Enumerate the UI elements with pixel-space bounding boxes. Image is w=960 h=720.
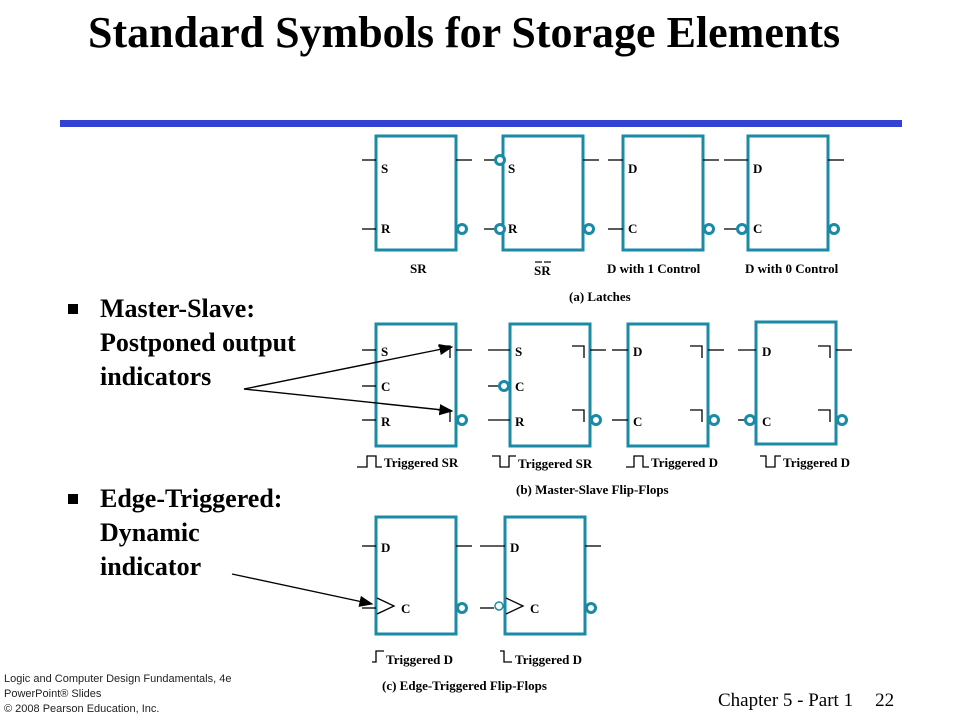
pin-label: R bbox=[381, 221, 391, 236]
inversion-bubble-icon bbox=[828, 223, 840, 235]
inversion-bubble-icon bbox=[590, 414, 602, 426]
bullet-line: indicator bbox=[100, 552, 202, 581]
flipflop-box bbox=[626, 322, 710, 448]
pin-label: D bbox=[762, 344, 771, 359]
inversion-bubble-icon bbox=[708, 414, 720, 426]
pin-label: C bbox=[628, 221, 637, 236]
symbol-label: Triggered D bbox=[783, 455, 850, 470]
negative-pulse-icon bbox=[760, 455, 781, 468]
pin-label: S bbox=[515, 344, 522, 359]
bullet-master-slave: Master-Slave: Postponed output indicator… bbox=[68, 292, 296, 394]
symbol-label: D with 1 Control bbox=[607, 261, 701, 276]
flipflop-box bbox=[374, 515, 458, 636]
arrow-to-postponed-indicator bbox=[243, 344, 454, 390]
pin-label: C bbox=[762, 414, 771, 429]
falling-edge-icon bbox=[500, 650, 512, 663]
positive-pulse-icon bbox=[357, 455, 382, 468]
pin-label: C bbox=[530, 601, 539, 616]
pin-label: R bbox=[381, 414, 391, 429]
book-title: Logic and Computer Design Fundamentals, … bbox=[4, 673, 232, 685]
section-caption: (b) Master-Slave Flip-Flops bbox=[516, 482, 669, 497]
bullet-heading: Master-Slave: bbox=[100, 294, 255, 323]
symbol-label: Triggered D bbox=[651, 455, 718, 470]
pin-label: R bbox=[508, 221, 518, 236]
bullet-heading: Edge-Triggered: bbox=[100, 484, 283, 513]
slide-footer: Chapter 5 - Part 1 22 bbox=[718, 690, 894, 712]
inversion-bubble-icon bbox=[498, 380, 510, 392]
page-number: 22 bbox=[875, 690, 895, 711]
flipflop-box bbox=[754, 320, 838, 446]
symbol-label: Triggered D bbox=[386, 652, 453, 667]
arrow-to-postponed-indicator bbox=[243, 388, 454, 416]
bullet-line: indicators bbox=[100, 362, 212, 391]
bullet-line: Postponed output bbox=[100, 328, 296, 357]
pin-label: S bbox=[381, 344, 388, 359]
pin-label: C bbox=[381, 379, 390, 394]
pin-label: D bbox=[628, 161, 637, 176]
pin-label: S bbox=[381, 161, 388, 176]
flipflop-box bbox=[503, 515, 587, 636]
latch-box bbox=[374, 134, 458, 252]
copyright: © 2008 Pearson Education, Inc. bbox=[4, 703, 160, 715]
pin-label: D bbox=[510, 540, 519, 555]
symbol-label: Triggered SR bbox=[518, 456, 593, 471]
bullet-marker-icon bbox=[68, 494, 78, 504]
flipflop-box bbox=[374, 322, 458, 448]
pin-label: C bbox=[401, 601, 410, 616]
symbol-label: SR bbox=[534, 263, 551, 278]
rising-edge-icon bbox=[372, 650, 384, 663]
flipflop-box bbox=[508, 322, 592, 448]
positive-pulse-icon bbox=[626, 455, 649, 468]
arrow-to-dynamic-indicator bbox=[231, 573, 374, 607]
inversion-bubble-icon bbox=[836, 414, 848, 426]
section-caption: (a) Latches bbox=[569, 289, 631, 304]
pin-label: C bbox=[753, 221, 762, 236]
inversion-bubble-icon bbox=[583, 223, 595, 235]
pin-label: D bbox=[753, 161, 762, 176]
publisher-credit: Logic and Computer Design Fundamentals, … bbox=[4, 672, 231, 717]
inversion-bubble-icon bbox=[585, 602, 597, 614]
pin-label: R bbox=[515, 414, 525, 429]
inversion-bubble-icon bbox=[494, 601, 504, 611]
bullet-edge-triggered: Edge-Triggered: Dynamic indicator bbox=[68, 482, 283, 584]
negative-pulse-icon bbox=[492, 455, 516, 468]
page-title: Standard Symbols for Storage Elements bbox=[88, 8, 841, 57]
inversion-bubble-icon bbox=[456, 223, 468, 235]
inversion-bubble-icon bbox=[456, 414, 468, 426]
pin-label: S bbox=[508, 161, 515, 176]
inversion-bubble-icon bbox=[703, 223, 715, 235]
pin-label: D bbox=[633, 344, 642, 359]
inversion-bubble-icon bbox=[736, 223, 748, 235]
symbol-label: Triggered SR bbox=[384, 455, 459, 470]
pin-label: C bbox=[633, 414, 642, 429]
slides-label: PowerPoint® Slides bbox=[4, 688, 102, 700]
bullet-marker-icon bbox=[68, 304, 78, 314]
section-caption: (c) Edge-Triggered Flip-Flops bbox=[382, 678, 547, 693]
pin-label: C bbox=[515, 379, 524, 394]
symbol-label: SR bbox=[410, 261, 427, 276]
inversion-bubble-icon bbox=[494, 154, 506, 166]
title-divider bbox=[60, 120, 902, 127]
inversion-bubble-icon bbox=[494, 223, 506, 235]
latch-box bbox=[621, 134, 705, 252]
symbol-label: D with 0 Control bbox=[745, 261, 839, 276]
inversion-bubble-icon bbox=[744, 414, 756, 426]
bullet-line: Dynamic bbox=[100, 518, 200, 547]
latch-box bbox=[746, 134, 830, 252]
symbol-label: Triggered D bbox=[515, 652, 582, 667]
inversion-bubble-icon bbox=[456, 602, 468, 614]
latch-box bbox=[501, 134, 585, 252]
pin-label: D bbox=[381, 540, 390, 555]
chapter-label: Chapter 5 - Part 1 bbox=[718, 690, 854, 711]
